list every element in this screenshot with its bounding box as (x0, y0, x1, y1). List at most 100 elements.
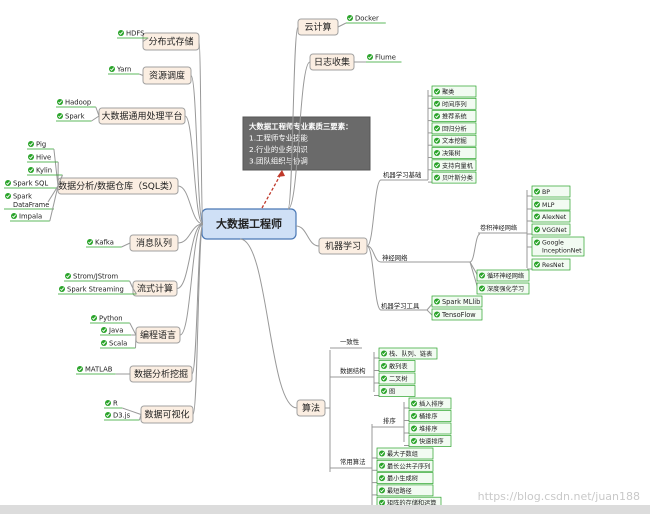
leaf[interactable]: Spark SQL (5, 180, 48, 188)
check-icon (101, 340, 107, 346)
leaf[interactable]: Kafka (87, 239, 114, 247)
leaf-line (136, 335, 137, 348)
check-icon (105, 412, 111, 418)
branch-line (367, 180, 381, 246)
algo-common-label: 常用算法 (340, 457, 366, 466)
check-icon (479, 273, 485, 279)
leaf-label: Flume (375, 54, 396, 62)
leaf[interactable]: Impala (11, 213, 42, 221)
check-icon (381, 388, 387, 394)
leaf-label: Spark MLlib (442, 298, 480, 306)
check-icon (91, 315, 97, 321)
ml-basics-label: 机器学习基础 (383, 170, 421, 179)
leaf[interactable]: Java (101, 327, 123, 335)
leaf[interactable]: Python (91, 315, 123, 323)
leaf[interactable]: D3.js (105, 412, 131, 420)
leaf[interactable]: Yarn (109, 66, 131, 74)
check-icon (434, 101, 440, 107)
leaf-line (54, 149, 58, 186)
check-icon (434, 175, 440, 181)
branch-algo-label: 算法 (302, 402, 320, 414)
leaf-label: Spark Streaming (67, 286, 124, 294)
leaf[interactable]: Hadoop (57, 99, 91, 107)
check-icon (5, 193, 11, 199)
leaf[interactable]: Scala (101, 340, 127, 348)
leaf[interactable]: MATLAB (77, 366, 113, 374)
leaf[interactable]: R (105, 400, 118, 408)
leaf-label: 循环神经网络 (487, 272, 524, 280)
leaf[interactable]: 栈、队列、链表 (381, 350, 432, 358)
check-icon (57, 113, 63, 119)
check-icon (87, 239, 93, 245)
branch-2-label: 资源调度 (149, 70, 185, 82)
leaf-label: ResNet (542, 262, 564, 269)
leaf-label: Kafka (95, 239, 114, 247)
check-icon (534, 240, 540, 246)
leaf[interactable]: Spark Streaming (59, 286, 124, 294)
leaf-label: Scala (109, 340, 127, 348)
cnn-label: 卷积神经网络 (480, 224, 517, 232)
leaf-label: 决策树 (442, 150, 461, 158)
algo-sort-label: 排序 (383, 416, 396, 425)
leaf[interactable]: HDFS (118, 30, 144, 38)
check-icon (379, 451, 385, 457)
leaf-spark-dataframe[interactable] (5, 193, 11, 199)
leaf[interactable]: Kylin (28, 167, 52, 175)
leaf-label: Spark (65, 113, 85, 121)
leaf-label: Hive (36, 154, 51, 162)
leaf-label: 最小生成树 (387, 475, 418, 483)
leaf-label: 回归分析 (442, 125, 467, 133)
leaf-label: BP (542, 189, 550, 196)
check-icon (434, 113, 440, 119)
leaf[interactable]: Pig (28, 141, 46, 149)
leaf-line (130, 323, 136, 335)
check-icon (411, 401, 417, 407)
check-icon (28, 154, 34, 160)
ml-nn-label: 神经网络 (382, 253, 408, 262)
leaf[interactable]: 最长公共子序列 (379, 462, 430, 470)
leaf-label: 聚类 (442, 88, 454, 96)
leaf-label: TensoFlow (441, 311, 476, 319)
check-icon (379, 487, 385, 493)
check-icon (434, 150, 440, 156)
callout-line: 大数据工程师专业素质三要素： (249, 122, 352, 131)
watermark: https://blog.csdn.net/juan188 (478, 490, 640, 503)
branch-right-2-label: 日志收集 (314, 56, 350, 68)
leaf-label: 最长公共子序列 (387, 462, 430, 470)
leaf[interactable]: Hive (28, 154, 51, 162)
check-icon (381, 376, 387, 382)
algo-consistency: 一致性 (340, 337, 360, 346)
check-icon (105, 400, 111, 406)
check-icon (434, 125, 440, 131)
callout-line: 3.团队组织与协调 (249, 157, 308, 166)
bottom-scrollbar[interactable] (0, 505, 650, 514)
leaf[interactable]: Spark (57, 113, 85, 121)
leaf[interactable]: Docker (347, 15, 379, 23)
branch-8-label: 数据分析挖掘 (134, 368, 188, 380)
leaf-google-inceptionnet[interactable] (534, 240, 540, 246)
check-icon (118, 30, 124, 36)
leaf[interactable]: Strom/JStrom (65, 273, 118, 281)
leaf-label-line: DataFrame (13, 201, 49, 209)
leaf-label: MATLAB (85, 366, 113, 374)
leaf-label: 贝叶斯分类 (442, 174, 473, 182)
leaf-line (50, 186, 58, 221)
branch-6-label: 流式计算 (137, 283, 173, 295)
leaf-label: 桶排序 (419, 413, 438, 421)
check-icon (411, 413, 417, 419)
branch-line (367, 246, 381, 310)
branch-ml-label: 机器学习 (325, 240, 361, 252)
branch-7-label: 编程语言 (140, 329, 176, 341)
leaf[interactable]: Flume (367, 54, 396, 62)
leaf-label: 栈、队列、链表 (389, 350, 432, 358)
check-icon (411, 426, 417, 432)
branch-line (296, 226, 319, 246)
leaf-label: 散列表 (389, 363, 408, 371)
check-icon (11, 213, 17, 219)
leaf-line (130, 281, 133, 289)
check-icon (534, 227, 540, 233)
branch-5-label: 消息队列 (136, 237, 172, 249)
leaf-label: 支持向量机 (442, 162, 474, 170)
check-icon (534, 202, 540, 208)
